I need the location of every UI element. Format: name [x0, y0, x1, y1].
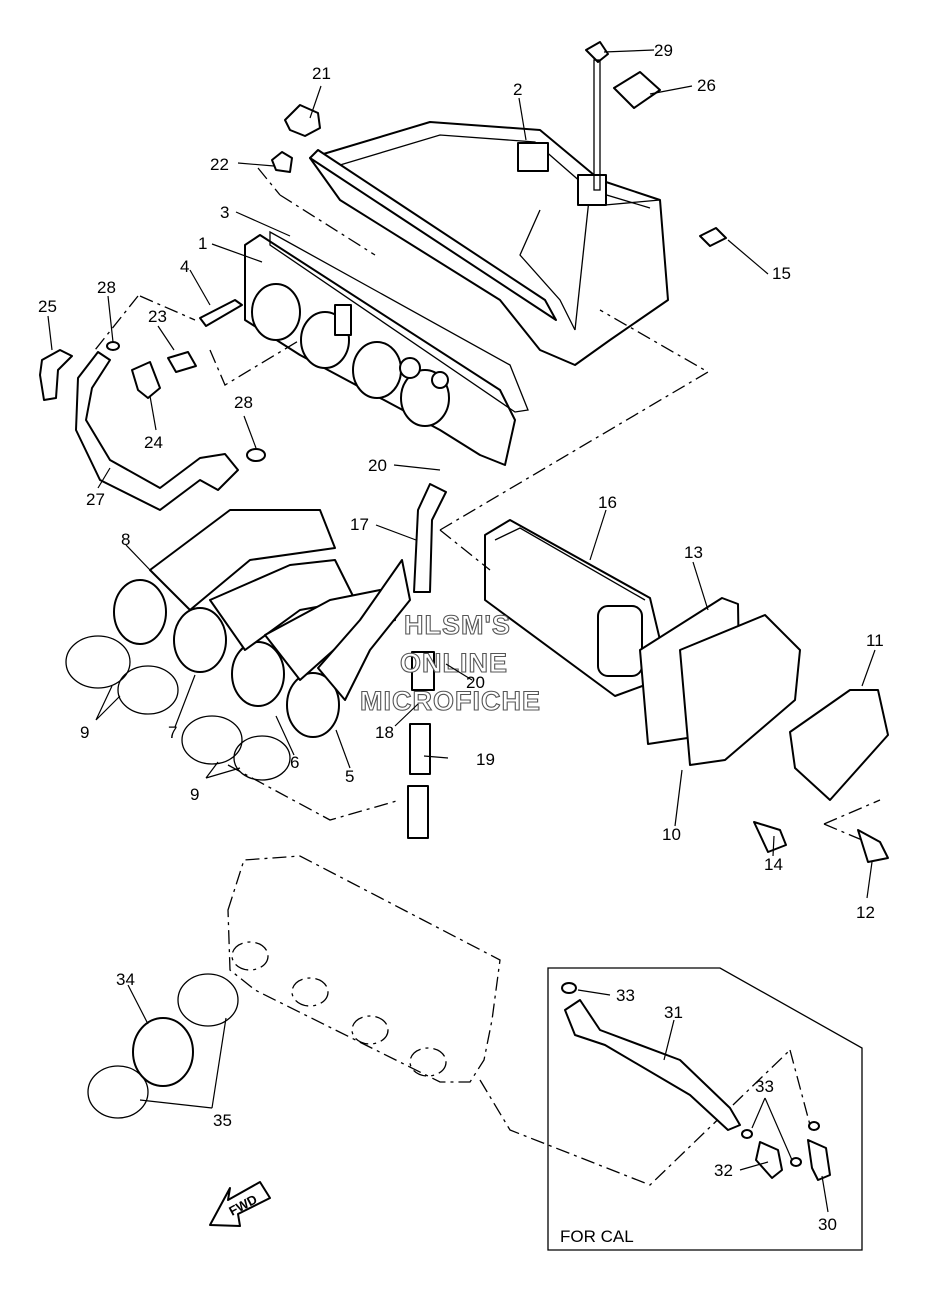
air-filter-element	[484, 519, 661, 697]
intake-funnels	[113, 509, 411, 738]
callout-20-top: 20	[368, 456, 387, 475]
carburetor-assembly	[227, 855, 501, 1083]
callout-8: 8	[121, 530, 130, 549]
hose-clamps	[65, 635, 291, 781]
small-parts-top	[199, 41, 727, 327]
forward-arrow: FWD	[209, 1181, 271, 1227]
callout-1: 1	[198, 234, 207, 253]
callout-34: 34	[116, 970, 135, 989]
watermark-line2: ONLINE	[400, 648, 508, 678]
callout-33-right: 33	[755, 1077, 774, 1096]
callout-9-right: 9	[190, 785, 199, 804]
carb-joint	[87, 973, 239, 1119]
breather-hoses-left	[39, 341, 266, 511]
callout-35: 35	[213, 1111, 232, 1130]
callout-22: 22	[210, 155, 229, 174]
callout-17: 17	[350, 515, 369, 534]
callout-26: 26	[697, 76, 716, 95]
fwd-text: FWD	[226, 1192, 259, 1219]
callout-33-top: 33	[616, 986, 635, 1005]
callout-11: 11	[866, 631, 884, 650]
callout-16: 16	[598, 493, 617, 512]
callout-5: 5	[345, 767, 354, 786]
callout-9-left: 9	[80, 723, 89, 742]
callout-18: 18	[375, 723, 394, 742]
callout-21: 21	[312, 64, 331, 83]
callout-12: 12	[856, 903, 875, 922]
callout-10: 10	[662, 825, 681, 844]
callout-14: 14	[764, 855, 783, 874]
callout-27: 27	[86, 490, 105, 509]
for-cal-inset: FOR CAL	[547, 967, 863, 1251]
callout-3: 3	[220, 203, 229, 222]
callout-24: 24	[144, 433, 163, 452]
gasket	[269, 230, 529, 413]
callout-25: 25	[38, 297, 57, 316]
callout-19: 19	[476, 750, 495, 769]
callout-13: 13	[684, 543, 703, 562]
callout-6: 6	[290, 753, 299, 772]
callout-28-top: 28	[97, 278, 116, 297]
callout-20-bottom: 20	[466, 673, 485, 692]
callout-7: 7	[168, 723, 177, 742]
drain-hoses-middle	[407, 483, 447, 839]
air-box-case	[309, 121, 669, 366]
callout-28-mid: 28	[234, 393, 253, 412]
callout-2: 2	[513, 80, 522, 99]
callout-15: 15	[772, 264, 791, 283]
watermark-line3: MICROFICHE	[360, 686, 541, 716]
callout-32: 32	[714, 1161, 733, 1180]
watermark-line1: HLSM'S	[404, 610, 511, 640]
callout-29: 29	[654, 41, 673, 60]
callout-4: 4	[180, 257, 189, 276]
for-cal-caption: FOR CAL	[560, 1227, 634, 1246]
leader-lines	[47, 49, 876, 1213]
callout-numbers: 21 22 3 1 4 28 25 23 24 28 27 2 29 26 15…	[38, 41, 884, 1234]
element-covers	[639, 597, 889, 863]
air-intake-joint	[244, 234, 516, 466]
callout-30: 30	[818, 1215, 837, 1234]
watermark: HLSM'S ONLINE MICROFICHE	[359, 609, 541, 716]
callout-31: 31	[664, 1003, 683, 1022]
callout-23: 23	[148, 307, 167, 326]
